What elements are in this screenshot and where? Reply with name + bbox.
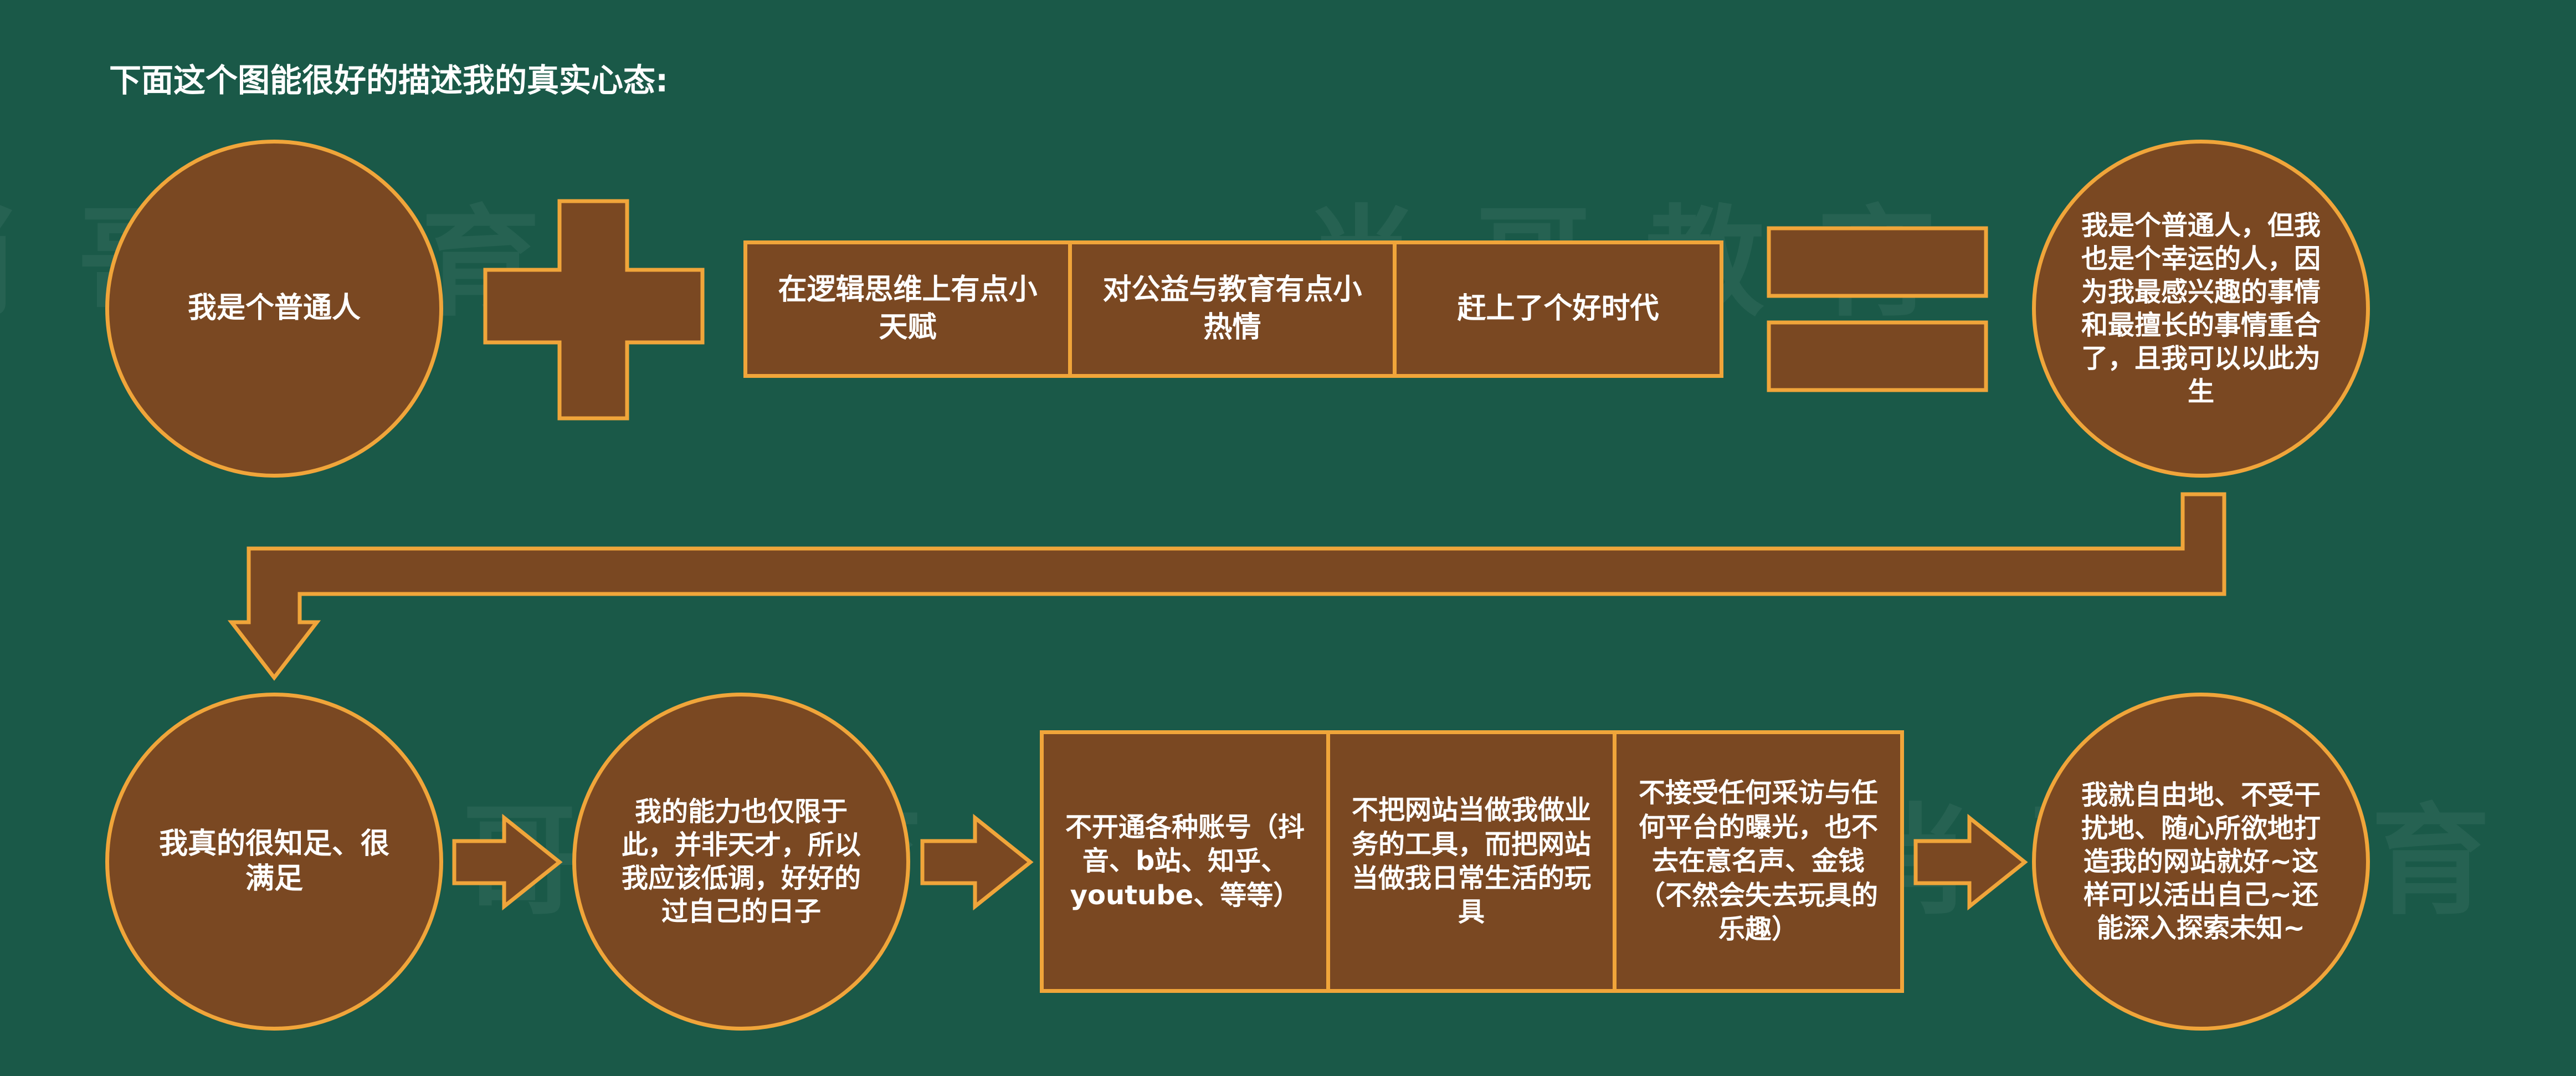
node-humble: 我的能力也仅限于此，并非天才，所以我应该低调，好好的过自己的日子: [572, 693, 910, 1031]
node-ordinary-person-text: 我是个普通人: [187, 291, 361, 325]
node-content-text: 我真的很知足、很满足: [158, 827, 389, 895]
diagram-heading: 下面这个图能很好的描述我的真实心态:: [109, 62, 669, 99]
trait-box-timing-text: 赶上了个好时代: [1457, 292, 1659, 326]
equals-sign-bottom-icon: [1767, 320, 1988, 392]
trait-box-passion: 对公益与教育有点小热情: [1068, 240, 1397, 378]
node-freedom: 我就自由地、不受干扰地、随心所欲地打造我的网站就好~这样可以活出自己~还能深入探…: [2032, 693, 2370, 1031]
connector-arrow-icon: [227, 492, 2226, 681]
equals-sign-top-icon: [1767, 226, 1988, 298]
arrow-right-icon: [1913, 813, 2028, 911]
choice-box-site-as-toy: 不把网站当做我做业务的工具，而把网站当做我日常生活的玩具: [1326, 730, 1617, 993]
node-freedom-text: 我就自由地、不受干扰地、随心所欲地打造我的网站就好~这样可以活出自己~还能深入探…: [2081, 780, 2321, 944]
node-content: 我真的很知足、很满足: [105, 693, 443, 1031]
arrow-right-icon: [452, 813, 563, 911]
node-ordinary-person: 我是个普通人: [105, 140, 443, 478]
plus-sign-icon: [483, 199, 705, 421]
choice-box-site-as-toy-text: 不把网站当做我做业务的工具，而把网站当做我日常生活的玩具: [1351, 795, 1591, 928]
trait-box-logic: 在逻辑思维上有点小天赋: [743, 240, 1072, 378]
node-lucky-person: 我是个普通人，但我也是个幸运的人，因为我最感兴趣的事情和最擅长的事情重合了，且我…: [2032, 140, 2370, 478]
node-humble-text: 我的能力也仅限于此，并非天才，所以我应该低调，好好的过自己的日子: [621, 796, 861, 927]
trait-box-timing: 赶上了个好时代: [1393, 240, 1723, 378]
arrow-right-icon: [920, 813, 1034, 911]
choice-box-no-accounts-text: 不开通各种账号（抖音、b站、知乎、youtube、等等）: [1065, 811, 1305, 911]
choice-box-no-exposure: 不接受任何采访与任何平台的曝光，也不去在意名声、金钱（不然会失去玩具的乐趣）: [1613, 730, 1904, 993]
choice-box-no-accounts: 不开通各种账号（抖音、b站、知乎、youtube、等等）: [1040, 730, 1330, 993]
choice-box-no-exposure-text: 不接受任何采访与任何平台的曝光，也不去在意名声、金钱（不然会失去玩具的乐趣）: [1638, 777, 1878, 945]
node-lucky-person-text: 我是个普通人，但我也是个幸运的人，因为我最感兴趣的事情和最擅长的事情重合了，且我…: [2081, 210, 2321, 407]
trait-box-logic-text: 在逻辑思维上有点小天赋: [778, 273, 1038, 344]
trait-box-passion-text: 对公益与教育有点小热情: [1102, 273, 1362, 344]
